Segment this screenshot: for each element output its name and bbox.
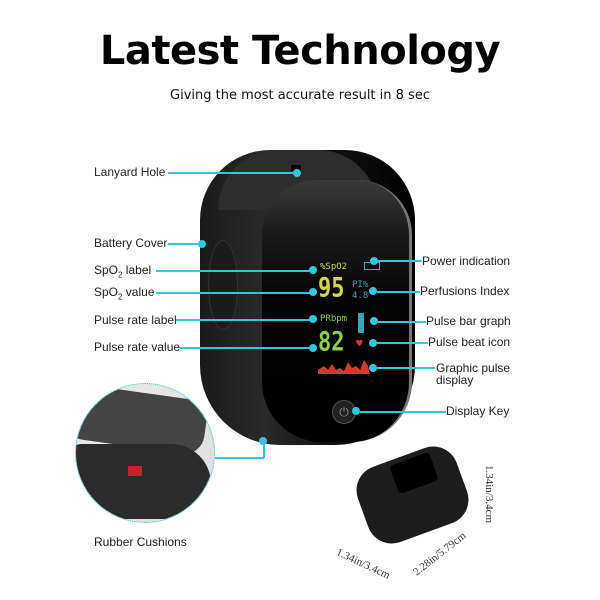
label-graphic-pulse-line2: display <box>436 373 474 387</box>
callout-line-spo2-label <box>156 270 312 272</box>
callout-line-waveform <box>377 367 435 369</box>
callout-dot-cushion <box>259 437 267 445</box>
label-pulse-rate-value: Pulse rate value <box>94 340 181 354</box>
callout-line-display-key <box>360 411 446 413</box>
callout-dot-pi <box>369 287 377 295</box>
callout-dot-lanyard <box>293 169 301 177</box>
inset-red-sensor <box>128 466 142 476</box>
spo2-label-prefix: SpO <box>94 263 119 277</box>
callout-dot-pr-label <box>309 315 317 323</box>
pr-screen-value: 82 <box>318 327 345 358</box>
spo2-label-suffix: label <box>122 263 152 277</box>
spo2-screen-value: 95 <box>318 273 345 304</box>
heart-icon: ♥ <box>356 337 363 350</box>
callout-dot-pr-value <box>309 344 317 352</box>
lanyard-hole <box>291 165 301 171</box>
spo2-value-prefix: SpO <box>94 285 119 299</box>
callout-dot-waveform <box>369 364 377 372</box>
callout-vline-cushion <box>263 440 265 458</box>
callout-line-power <box>378 260 422 262</box>
dimension-width: 1.34in/3.4cm <box>334 546 392 582</box>
label-spo2-label: SpO2 label <box>94 263 151 282</box>
callout-dot-heart <box>369 339 377 347</box>
spo2-value-sub: 2 <box>118 292 123 302</box>
callout-dot-power <box>370 257 378 265</box>
callout-line-battery <box>168 243 202 245</box>
callout-line-cushion <box>215 457 264 459</box>
callout-line-heart <box>377 342 428 344</box>
label-spo2-value: SpO2 value <box>94 285 155 304</box>
label-pulse-bar-graph: Pulse bar graph <box>426 314 511 328</box>
label-display-key: Display Key <box>446 404 510 418</box>
spo2-screen-label: %SpO2 <box>320 262 348 272</box>
callout-dot-display-key <box>352 407 360 415</box>
label-rubber-cushions: Rubber Cushions <box>94 535 187 549</box>
callout-dot-bar <box>370 317 378 325</box>
callout-dot-spo2-value <box>309 288 317 296</box>
label-graphic-pulse-line1: Graphic pulse <box>436 361 511 375</box>
callout-line-pr-label <box>176 319 312 321</box>
spo2-label-sub: 2 <box>118 270 123 280</box>
callout-line-lanyard <box>168 172 296 174</box>
label-perfusions-index: Perfusions Index <box>420 284 510 298</box>
dimension-length: 2.28in/5.79cm <box>411 529 469 579</box>
page-title: Latest Technology <box>99 28 501 74</box>
callout-dot-battery <box>198 240 206 248</box>
callout-line-pi <box>377 291 420 293</box>
pulse-bar-graph <box>358 313 364 333</box>
inset-device-bottom <box>76 444 211 519</box>
label-battery-cover: Battery Cover <box>94 236 168 250</box>
dimension-height: 1.34in/3.4cm <box>483 464 496 524</box>
callout-line-bar <box>378 321 426 323</box>
device-face <box>262 180 412 442</box>
callout-line-pr-value <box>180 347 312 349</box>
callout-dot-spo2-label <box>309 266 317 274</box>
battery-cover <box>208 240 238 330</box>
pulse-waveform <box>318 360 370 374</box>
label-pulse-beat-icon: Pulse beat icon <box>428 335 511 349</box>
page-subtitle: Giving the most accurate result in 8 sec <box>170 88 430 103</box>
label-pulse-rate-label: Pulse rate label <box>94 313 177 327</box>
label-lanyard-hole: Lanyard Hole <box>94 165 166 179</box>
spo2-value-suffix: value <box>122 285 155 299</box>
pi-screen-label: PI% <box>352 280 369 290</box>
label-power-indication: Power indication <box>422 254 511 268</box>
pi-screen-value: 4.8 <box>352 291 369 301</box>
pr-screen-label: PRbpm <box>320 314 348 324</box>
rubber-cushion-inset <box>75 383 215 523</box>
callout-line-spo2-value <box>156 292 312 294</box>
